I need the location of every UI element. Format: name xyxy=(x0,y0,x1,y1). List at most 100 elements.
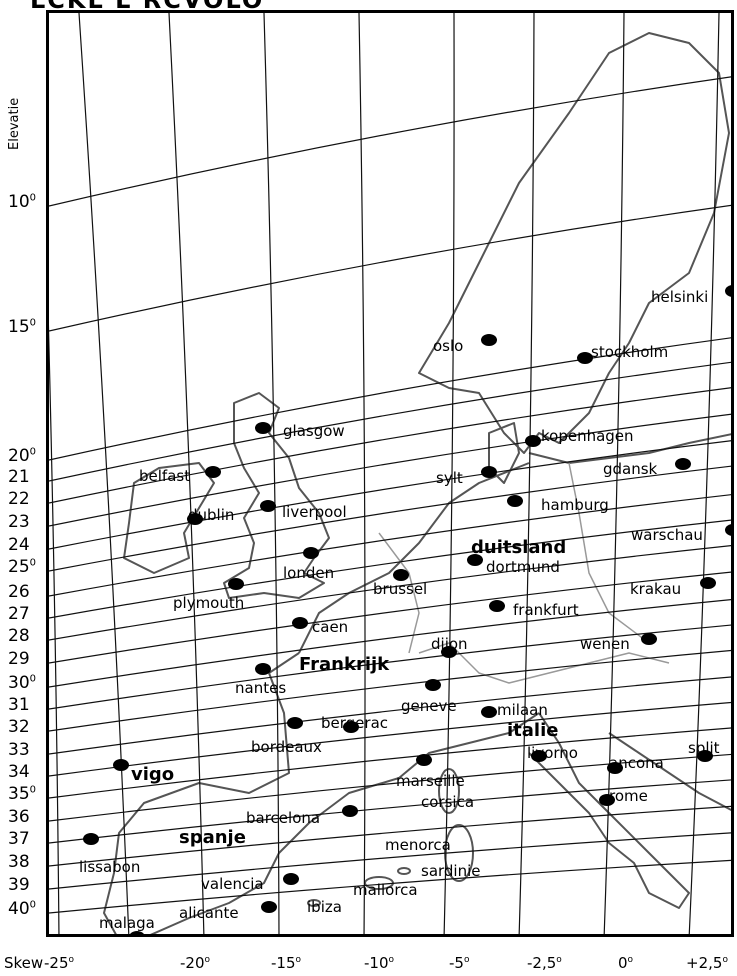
elevation-line-29 xyxy=(49,571,731,664)
city-dot-stockholm[interactable] xyxy=(577,352,593,364)
city-label-alicante: alicante xyxy=(179,904,239,922)
city-dots xyxy=(83,285,734,937)
city-dot-split[interactable] xyxy=(697,750,713,762)
city-label-sardinie: sardinie xyxy=(421,862,481,880)
city-dot-kopenhagen[interactable] xyxy=(525,435,541,447)
elevation-line-20 xyxy=(49,337,731,461)
city-dot-liverpool[interactable] xyxy=(260,500,276,512)
city-label-dijon: dijon xyxy=(431,635,468,653)
elevation-line-30 xyxy=(49,598,731,688)
city-dot-nantes[interactable] xyxy=(255,663,271,675)
elevation-line-24 xyxy=(49,440,731,550)
skew-tick-3: -10o xyxy=(364,954,395,972)
city-label-hamburg: hamburg xyxy=(541,496,609,514)
city-dot-krakau[interactable] xyxy=(700,577,716,589)
city-dot-gdansk[interactable] xyxy=(675,458,691,470)
city-label-belfast: belfast xyxy=(139,467,190,485)
city-dot-sylt[interactable] xyxy=(481,466,497,478)
city-label-geneve: geneve xyxy=(401,697,457,715)
city-label-mallorca: mallorca xyxy=(353,881,418,899)
city-label-italie: italie xyxy=(507,720,558,741)
city-dot-marseille[interactable] xyxy=(416,754,432,766)
city-dot-hamburg[interactable] xyxy=(507,495,523,507)
city-label-frankrijk: Frankrijk xyxy=(299,654,390,675)
city-dot-rome[interactable] xyxy=(599,794,615,806)
elevation-line-27 xyxy=(49,519,731,619)
skew-tick-2: -15o xyxy=(271,954,302,972)
island-menorca xyxy=(397,867,411,875)
city-dot-oslo[interactable] xyxy=(481,334,497,346)
city-dot-bordeaux[interactable] xyxy=(287,717,303,729)
city-label-londen: londen xyxy=(283,564,334,582)
city-dot-ancona[interactable] xyxy=(607,762,623,774)
city-dot-plymouth[interactable] xyxy=(228,578,244,590)
elevation-line-26 xyxy=(49,494,731,597)
skew-line-5 xyxy=(443,13,455,934)
city-label-ancona: ancona xyxy=(609,754,664,772)
skew-tick-1: -20o xyxy=(180,954,211,972)
coast-britain xyxy=(223,392,330,599)
city-dot-caen[interactable] xyxy=(292,617,308,629)
skew-line-0 xyxy=(49,324,60,934)
city-dot-valencia[interactable] xyxy=(283,873,299,885)
skew-line-3 xyxy=(263,13,280,934)
city-label-barcelona: barcelona xyxy=(246,809,320,827)
coast-mediterranean xyxy=(150,712,540,934)
elevation-tick-28: 28 xyxy=(8,626,30,646)
city-label-spanje: spanje xyxy=(179,827,246,848)
city-dot-belfast[interactable] xyxy=(205,466,221,478)
city-label-malaga: malaga xyxy=(99,914,155,932)
elevation-line-38 xyxy=(49,805,731,867)
city-label-lissabon: lissabon xyxy=(79,858,140,876)
city-label-krakau: krakau xyxy=(630,580,681,598)
city-dot-lissabon[interactable] xyxy=(83,833,99,845)
skew-line-6 xyxy=(518,13,535,934)
city-dot-milaan[interactable] xyxy=(481,706,497,718)
city-dot-londen[interactable] xyxy=(303,547,319,559)
city-dot-helsinki[interactable] xyxy=(725,285,734,297)
elevation-tick-37: 37 xyxy=(8,829,30,849)
city-dot-wenen[interactable] xyxy=(641,633,657,645)
elevation-tick-29: 29 xyxy=(8,649,30,669)
city-dot-vigo[interactable] xyxy=(113,759,129,771)
city-dot-barcelona[interactable] xyxy=(342,805,358,817)
city-dot-livorno[interactable] xyxy=(531,750,547,762)
city-dot-glasgow[interactable] xyxy=(255,422,271,434)
city-dot-geneve[interactable] xyxy=(425,679,441,691)
elevation-tick-22: 22 xyxy=(8,489,30,509)
city-dot-dortmund[interactable] xyxy=(467,554,483,566)
city-label-warschau: warschau xyxy=(631,526,703,544)
island-corsica xyxy=(438,768,460,814)
elevation-tick-39: 39 xyxy=(8,875,30,895)
elevation-tick-40: 400 xyxy=(8,899,37,919)
city-dot-brussel[interactable] xyxy=(393,569,409,581)
city-label-dortmund: dortmund xyxy=(486,558,560,576)
elevation-tick-25: 250 xyxy=(8,557,37,577)
elevation-line-35 xyxy=(49,727,731,799)
elevation-line-10 xyxy=(49,76,731,207)
city-dot-alicante[interactable] xyxy=(261,901,277,913)
city-dot-dublin[interactable] xyxy=(187,513,203,525)
coast-italy xyxy=(528,712,690,909)
city-label-vigo: vigo xyxy=(131,764,174,785)
city-dot-dijon[interactable] xyxy=(441,646,457,658)
city-dot-warschau[interactable] xyxy=(725,524,734,536)
elevation-tick-31: 31 xyxy=(8,695,30,715)
border-benelux xyxy=(378,532,420,654)
city-dot-bergerac[interactable] xyxy=(343,721,359,733)
elevation-line-21 xyxy=(49,361,731,482)
city-dot-frankfurt[interactable] xyxy=(489,600,505,612)
city-label-caen: caen xyxy=(312,618,348,636)
elevation-tick-33: 33 xyxy=(8,740,30,760)
elevation-tick-26: 26 xyxy=(8,582,30,602)
city-dot-malaga[interactable] xyxy=(129,931,145,937)
elevation-line-40 xyxy=(49,859,731,914)
city-label-milaan: milaan xyxy=(497,701,548,719)
city-label-bordeaux: bordeaux xyxy=(251,738,322,756)
elevation-line-33 xyxy=(49,676,731,755)
city-label-corsica: corsica xyxy=(421,793,474,811)
coast-adriatic xyxy=(608,732,731,811)
